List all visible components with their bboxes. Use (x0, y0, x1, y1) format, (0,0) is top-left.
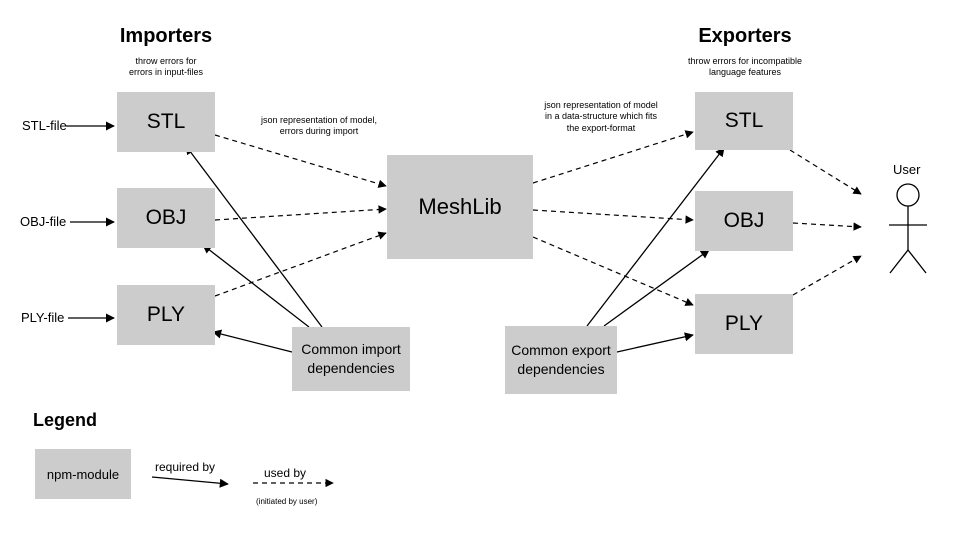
stl-exporter-to-user-arrow (789, 149, 862, 195)
import-annotation-line2: errors during import (279, 126, 359, 137)
obj-file-label: OBJ-file (20, 214, 67, 229)
importers-note: throw errors for errors in input-files (96, 56, 236, 79)
common-export-line1: Common export (511, 342, 611, 359)
ply-exporter-box: PLY (695, 294, 793, 354)
obj-exporter-to-user-arrow (792, 222, 862, 231)
export-deps-to-ply-arrow (616, 332, 694, 353)
legend-used-by-label: used by (264, 466, 307, 480)
meshlib-to-stl-exporter-arrow (532, 130, 694, 184)
legend-npm-module-box: npm-module (35, 449, 131, 499)
common-import-line1: Common import (301, 341, 401, 358)
import-deps-to-stl-arrow (185, 145, 323, 328)
import-deps-to-obj-arrow (202, 244, 310, 328)
common-import-line2: dependencies (307, 360, 395, 376)
common-export-dependencies-box: Common export dependencies (505, 326, 617, 394)
legend-heading: Legend (33, 410, 98, 430)
obj-importer-box: OBJ (117, 188, 215, 248)
import-annotation-line1: json representation of model, (260, 115, 378, 125)
user-stick-figure-icon (889, 183, 927, 274)
stl-exporter-box: STL (695, 92, 793, 150)
export-annotation-line1: json representation of model (544, 100, 658, 110)
ply-exporter-to-user-arrow (792, 255, 862, 296)
common-export-line2: dependencies (517, 361, 605, 377)
exporters-heading: Exporters (698, 25, 792, 47)
stl-importer-box: STL (117, 92, 215, 152)
export-annotation: json representation of model in a data-s… (522, 100, 680, 134)
meshlib-to-ply-exporter-arrow (532, 236, 694, 306)
import-annotation: json representation of model, errors dur… (244, 115, 394, 138)
exporters-note-line2: language features (708, 67, 782, 78)
obj-exporter-box: OBJ (695, 191, 793, 251)
stl-importer-to-meshlib-arrow (214, 134, 387, 188)
import-deps-to-ply-arrow (212, 329, 293, 353)
stl-file-label: STL-file (22, 118, 67, 133)
exporters-note: throw errors for incompatible language f… (655, 56, 835, 79)
user-label: User (893, 162, 921, 177)
export-annotation-line3: the export-format (566, 122, 636, 133)
legend-initiated-label: (initiated by user) (256, 497, 318, 506)
export-deps-to-obj-arrow (603, 249, 710, 327)
importers-note-line2: errors in input-files (128, 67, 204, 78)
obj-importer-to-meshlib-arrow (214, 205, 387, 221)
export-annotation-line2: in a data-structure which fits (544, 111, 658, 122)
importers-heading: Importers (119, 25, 213, 47)
legend-required-by-arrow (151, 476, 229, 488)
exporters-note-line1: throw errors for incompatible (687, 56, 803, 66)
legend-required-by-label: required by (155, 460, 216, 474)
meshlib-box: MeshLib (387, 155, 533, 259)
ply-importer-to-meshlib-arrow (214, 231, 387, 297)
ply-file-label: PLY-file (21, 310, 65, 325)
export-deps-to-stl-arrow (586, 147, 725, 327)
ply-importer-box: PLY (117, 285, 215, 345)
importers-note-line1: throw errors for (135, 56, 197, 66)
common-import-dependencies-box: Common import dependencies (292, 327, 410, 391)
